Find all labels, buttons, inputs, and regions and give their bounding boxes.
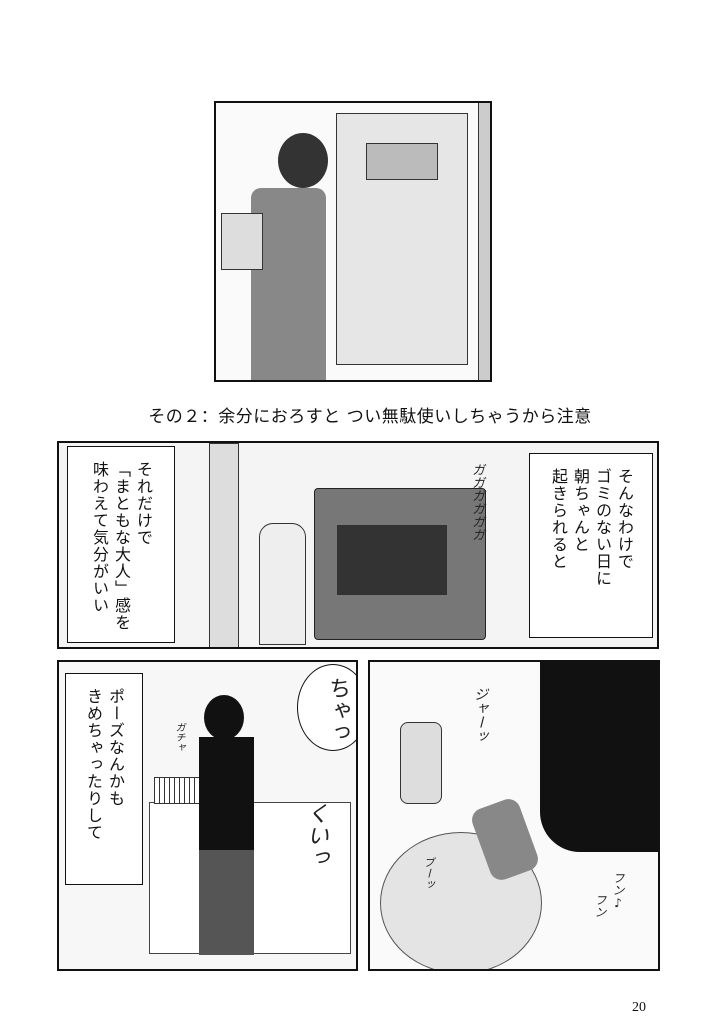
handbag	[221, 213, 263, 270]
woman-head	[278, 133, 328, 188]
right-pillar	[478, 103, 490, 380]
narration-box-right: そんなわけで ゴミのない日に 朝ちゃんと 起きられると	[529, 453, 653, 638]
speech-text: ちゃっ	[325, 677, 350, 743]
truck-hopper	[337, 525, 447, 595]
narration-box: ポーズなんかも きめちゃったりして	[65, 673, 143, 885]
sfx-hum-1: フン♪	[611, 872, 625, 910]
woman-body	[251, 188, 326, 380]
sfx-water: ジャーッ	[472, 687, 488, 743]
page-number: 20	[632, 1000, 646, 1015]
sfx-splash: ブーッ	[422, 857, 435, 890]
narration-left-text: それだけで 「まともな大人」感を 味わえて気分がいい	[90, 461, 153, 631]
chapter-caption: その２：余分におろすと つい無駄使いしちゃうから注意	[148, 407, 592, 427]
utility-pole	[209, 443, 239, 647]
narration-right-text: そんなわけで ゴミのない日に 朝ちゃんと 起きられると	[549, 468, 634, 587]
person-legs	[199, 850, 254, 955]
narration-box-left: それだけで 「まともな大人」感を 味わえて気分がいい	[67, 446, 175, 643]
atm-screen	[366, 143, 438, 180]
sfx-hum-2: フン	[593, 894, 607, 918]
faucet	[400, 722, 442, 804]
worker	[259, 523, 306, 645]
sfx-truck: ガガガガガガ	[469, 463, 484, 541]
speech-bubble	[297, 664, 356, 751]
narration-text: ポーズなんかも きめちゃったりして	[84, 688, 125, 841]
panel-atm	[214, 101, 492, 382]
arm-sleeve	[540, 662, 658, 852]
sfx-rattle: ガチャ	[173, 722, 184, 752]
person-body	[199, 737, 254, 852]
panel-garbage-truck: ガガガガガガ そんなわけで ゴミのない日に 朝ちゃんと 起きられると それだけで…	[57, 441, 659, 649]
panel-washing: ジャーッ ブーッ フン♪ フン	[368, 660, 660, 971]
sfx-twist: くいっ	[303, 802, 328, 868]
panel-kitchen-pose: ちゃっ くいっ ガチャ ポーズなんかも きめちゃったりして	[57, 660, 358, 971]
person-head	[204, 695, 244, 740]
